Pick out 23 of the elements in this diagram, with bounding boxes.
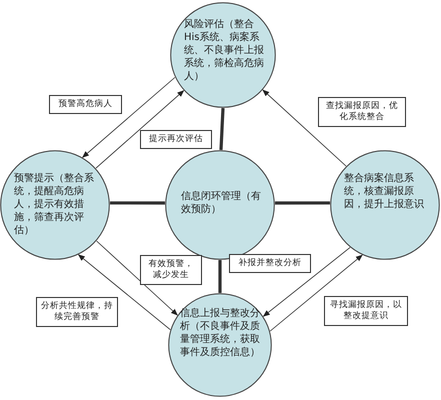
arrow <box>270 254 363 332</box>
arrow <box>262 247 350 317</box>
arrow <box>262 89 346 167</box>
connector-line <box>218 260 222 293</box>
node-text: 风险评估（整合His系统、病案系统、不良事件上报系统，筛检高危病人） <box>184 18 264 83</box>
connector-line <box>219 108 225 150</box>
edge-label: 分析共性规律，持续完善预警 <box>36 297 118 327</box>
arrow <box>78 254 171 330</box>
arrow <box>95 90 184 169</box>
edge-label: 查找漏报原因，优化系统整合 <box>318 97 406 127</box>
arrow <box>82 76 176 158</box>
edge-label: 预警高危病人 <box>49 95 122 114</box>
connector-line <box>110 201 166 205</box>
arrow <box>96 240 178 316</box>
node-text: 预警提示（整合系统，提醒高危病人，提示有效措施，筛查再次评估） <box>14 172 95 237</box>
node-text: 整合病案信息系统，核查漏报原因，提升上报意识 <box>344 172 425 211</box>
edge-label: 寻找漏报原因，以整改提意识 <box>324 296 408 326</box>
node-text: 信息上报与整改分析（不良事件及质量管理系统，获取事件及质控信息） <box>180 307 261 359</box>
edge-label: 提示再次评估 <box>140 130 212 149</box>
node-text: 信息闭环管理（有效预防） <box>181 190 261 216</box>
edge-label: 补报并整改分析 <box>229 254 311 273</box>
edge-label: 有效预警，减少发生 <box>140 255 202 285</box>
connector-line <box>274 201 330 205</box>
